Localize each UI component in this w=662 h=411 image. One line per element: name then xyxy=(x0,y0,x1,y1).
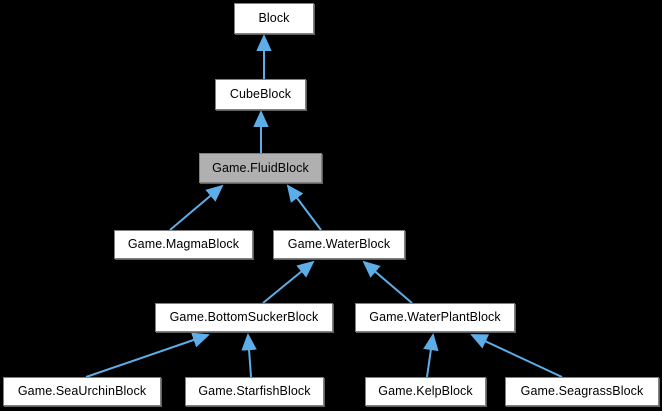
inheritance-arrow-seagrassblock-to-waterplantblock xyxy=(470,334,563,378)
class-node-cubeblock[interactable]: CubeBlock xyxy=(215,79,306,110)
class-node-fluidblock[interactable]: Game.FluidBlock xyxy=(199,153,322,183)
inheritance-arrow-kelpblock-to-waterplantblock xyxy=(423,333,439,378)
class-node-label: Game.KelpBlock xyxy=(378,384,473,399)
class-node-label: Game.BottomSuckerBlock xyxy=(169,310,319,325)
class-node-label: CubeBlock xyxy=(229,87,292,102)
class-node-seagrassblock[interactable]: Game.SeagrassBlock xyxy=(505,377,659,406)
class-node-label: Game.FluidBlock xyxy=(212,160,309,175)
class-node-label: Game.SeagrassBlock xyxy=(520,384,644,399)
inheritance-arrow-starfishblock-to-bottomsuckerblock xyxy=(241,333,257,378)
class-node-label: Game.MagmaBlock xyxy=(127,237,240,252)
class-node-label: Game.WaterPlantBlock xyxy=(369,310,501,325)
class-node-bottomsuckerblock[interactable]: Game.BottomSuckerBlock xyxy=(155,303,333,332)
class-node-label: Block xyxy=(258,11,290,26)
inheritance-arrow-seaurchinblock-to-bottomsuckerblock xyxy=(85,332,210,378)
inheritance-arrow-waterplantblock-to-waterblock xyxy=(362,260,413,304)
class-node-seaurchinblock[interactable]: Game.SeaUrchinBlock xyxy=(3,377,161,406)
class-node-waterplantblock[interactable]: Game.WaterPlantBlock xyxy=(355,303,515,332)
class-node-kelpblock[interactable]: Game.KelpBlock xyxy=(365,377,486,406)
inheritance-arrow-waterblock-to-fluidblock xyxy=(286,184,322,231)
class-node-block[interactable]: Block xyxy=(234,3,314,34)
inheritance-arrow-magmablock-to-fluidblock xyxy=(169,184,224,231)
class-node-starfishblock[interactable]: Game.StarfishBlock xyxy=(185,377,324,406)
inheritance-arrow-bottomsuckerblock-to-waterblock xyxy=(262,260,315,304)
class-node-label: Game.SeaUrchinBlock xyxy=(17,384,147,399)
class-node-label: Game.StarfishBlock xyxy=(198,384,311,399)
class-node-waterblock[interactable]: Game.WaterBlock xyxy=(273,230,405,259)
class-node-magmablock[interactable]: Game.MagmaBlock xyxy=(114,230,253,259)
class-node-label: Game.WaterBlock xyxy=(287,237,391,252)
